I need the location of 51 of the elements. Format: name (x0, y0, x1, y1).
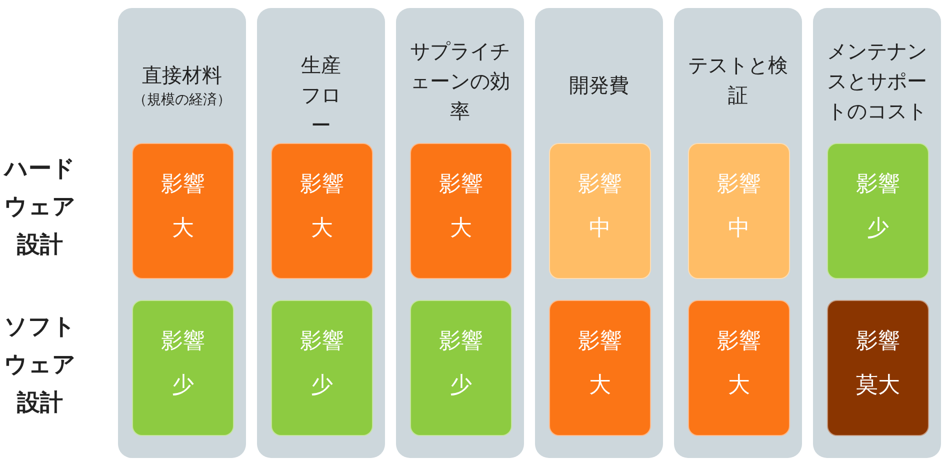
impact-level: 大 (172, 216, 194, 242)
impact-label: 影響 (300, 329, 344, 355)
column-panel (813, 8, 941, 458)
impact-card (827, 143, 929, 279)
column-subheading: （規模の経済） (133, 91, 231, 110)
impact-label: 影響 (856, 172, 900, 198)
column-panel (396, 8, 524, 458)
column-heading: 直接材料 (142, 62, 222, 89)
impact-label: 影響 (161, 329, 205, 355)
impact-level: 大 (450, 216, 472, 242)
impact-card (271, 300, 373, 436)
impact-card (827, 300, 929, 436)
impact-card (549, 143, 651, 279)
row-label: ソフトウェア設計 (4, 313, 76, 418)
impact-label: 影響 (439, 172, 483, 198)
impact-level: 大 (589, 373, 611, 399)
column-heading: テストと検証 (687, 52, 789, 109)
impact-label: 影響 (856, 329, 900, 355)
impact-card (688, 300, 790, 436)
impact-level: 大 (728, 373, 750, 399)
impact-level: 中 (728, 216, 750, 242)
impact-label: 影響 (578, 329, 622, 355)
row-label: ハードウェア設計 (4, 155, 76, 260)
impact-level: 少 (867, 216, 889, 242)
impact-level: 莫大 (856, 373, 900, 399)
impact-card (132, 300, 234, 436)
impact-card (271, 143, 373, 279)
impact-level: 少 (172, 373, 194, 399)
impact-label: 影響 (300, 172, 344, 198)
impact-card (410, 300, 512, 436)
impact-label: 影響 (578, 172, 622, 198)
impact-level: 少 (450, 373, 472, 399)
impact-card (688, 143, 790, 279)
column-panel (535, 8, 663, 458)
column-panel (674, 8, 802, 458)
column-panel (257, 8, 385, 458)
column-heading: サプライチェーンの効率 (409, 38, 511, 125)
column-panel (118, 8, 246, 458)
impact-label: 影響 (161, 172, 205, 198)
impact-level: 中 (589, 216, 611, 242)
impact-label: 影響 (439, 329, 483, 355)
impact-card (549, 300, 651, 436)
impact-level: 少 (311, 373, 333, 399)
column-heading: 生産フロー (300, 52, 342, 139)
impact-card (410, 143, 512, 279)
impact-label: 影響 (717, 329, 761, 355)
impact-level: 大 (311, 216, 333, 242)
impact-card (132, 143, 234, 279)
column-heading: 開発費 (569, 72, 629, 99)
column-heading: メンテナンスとサポートのコスト (826, 38, 928, 125)
impact-label: 影響 (717, 172, 761, 198)
